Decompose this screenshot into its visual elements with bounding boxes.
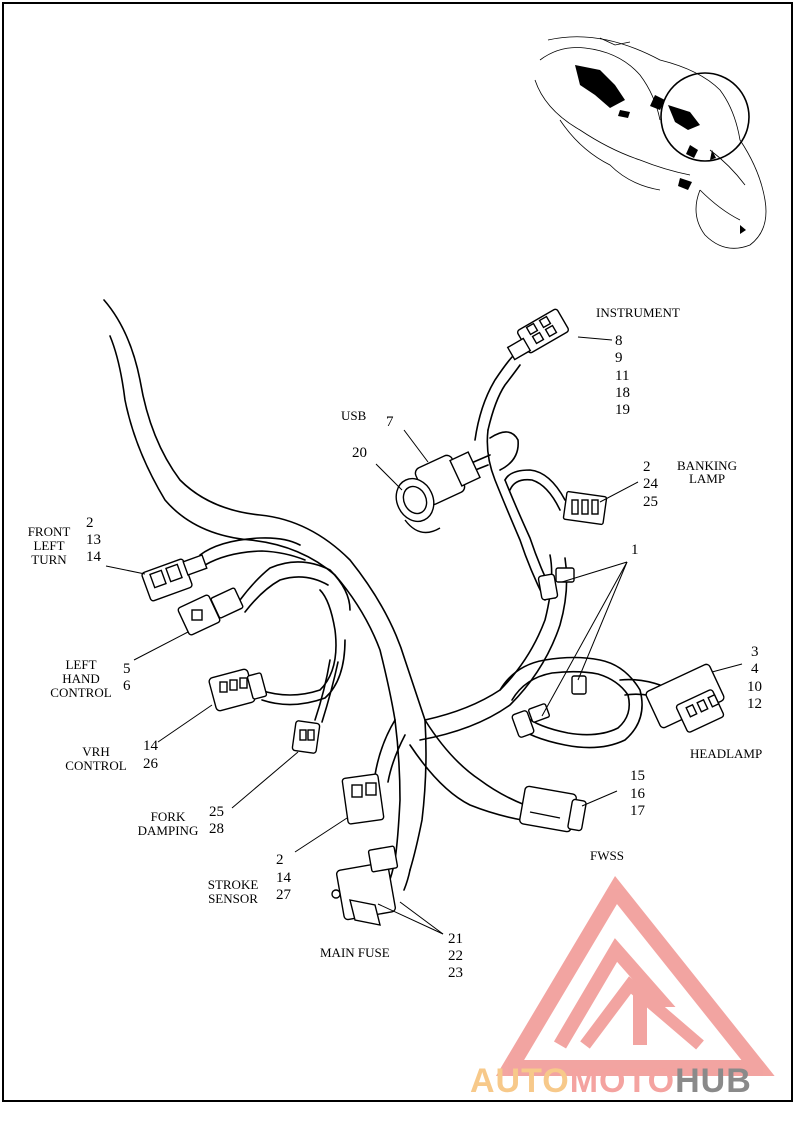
vrh-control-callout-2: 26 [143,756,158,772]
main-fuse-callout-2: 22 [448,948,463,964]
motorcycle-locator-icon [534,36,767,249]
headlamp-connector [645,663,725,733]
watermark-moto: MOTO [569,1062,676,1100]
front-left-turn-label-line2: LEFT [33,538,65,553]
clip-callout: 1 [631,542,639,558]
harness-clip-mid [571,675,587,695]
headlamp-callout-3: 10 [747,679,762,695]
fork-damping-callout-2: 28 [209,821,224,837]
fork-damping-connector [341,773,385,825]
fork-damping-callout-1: 25 [209,804,224,820]
stroke-sensor-callout-2: 14 [276,870,291,886]
usb-socket [395,451,481,534]
left-hand-control-callout-1: 5 [123,661,131,677]
fwss-callout-3: 17 [630,803,645,819]
instrument-callout-5: 19 [615,402,630,418]
front-left-turn-label-line1: FRONT [27,524,71,539]
banking-lamp-connector [562,490,608,526]
left-hand-control-label-line1: LEFT [65,657,97,672]
fork-damping-label-line2: DAMPING [137,823,199,838]
front-left-turn-callout-2: 13 [86,532,101,548]
vrh-control-connector [208,668,268,712]
front-left-turn-connector [141,554,208,602]
vrh-control-callout-1: 14 [143,738,158,754]
harness-trunk [103,299,666,891]
banking-lamp-label-line2: LAMP [688,471,726,486]
left-hand-control-connector [177,587,244,636]
stroke-sensor-callout-1: 2 [276,852,284,868]
front-left-turn-callout-3: 14 [86,549,101,565]
instrument-callout-2: 9 [615,350,623,366]
fork-damping-label-line1: FORK [150,809,186,824]
watermark-logo [495,875,775,1076]
headlamp-callout-1: 3 [751,644,759,660]
instrument-callout-1: 8 [615,333,623,349]
fwss-callout-1: 15 [630,768,645,784]
headlamp-label: HEADLAMP [690,746,763,761]
instrument-callout-4: 18 [615,385,630,401]
stroke-sensor-label-line2: SENSOR [208,891,258,906]
harness-clip-upper [537,567,575,601]
banking-lamp-callout-3: 25 [643,494,658,510]
headlamp-callout-2: 4 [751,661,759,677]
fork-damping-small-connector [291,720,321,754]
left-hand-control-label-line2: HAND [62,671,100,686]
leader-lines [105,336,743,935]
watermark-text: AUTOMOTOHUB [470,1062,752,1101]
main-fuse-label: MAIN FUSE [320,945,390,960]
usb-label: USB [341,408,367,423]
watermark-auto: AUTO [470,1062,570,1100]
headlamp-callout-4: 12 [747,696,762,712]
stroke-sensor-callout-3: 27 [276,887,291,903]
left-hand-control-label-line3: CONTROL [50,685,112,700]
instrument-connector [506,308,570,361]
diagram-frame [2,2,793,1102]
instrument-label: INSTRUMENT [596,305,680,320]
harness-clip-lower [511,703,550,738]
vrh-control-label-line2: CONTROL [65,758,127,773]
fwss-callout-2: 16 [630,786,645,802]
instrument-callout-3: 11 [615,368,630,384]
banking-lamp-callout-1: 2 [643,459,651,475]
stroke-sensor-label-line1: STROKE [207,877,259,892]
watermark-hub: HUB [675,1062,752,1100]
main-fuse-callout-1: 21 [448,931,463,947]
banking-lamp-label-line1: BANKING [677,458,737,473]
left-hand-control-callout-2: 6 [123,678,131,694]
fwss-label: FWSS [590,848,624,863]
usb-callout-1: 7 [386,414,394,430]
fwss-connector [519,785,587,833]
banking-lamp-callout-2: 24 [643,476,658,492]
main-fuse-holder [331,845,399,926]
usb-callout-2: 20 [352,445,367,461]
front-left-turn-label-line3: TURN [31,552,67,567]
main-fuse-callout-3: 23 [448,965,463,981]
front-left-turn-callout-1: 2 [86,515,94,531]
vrh-control-label-line1: VRH [82,744,110,759]
